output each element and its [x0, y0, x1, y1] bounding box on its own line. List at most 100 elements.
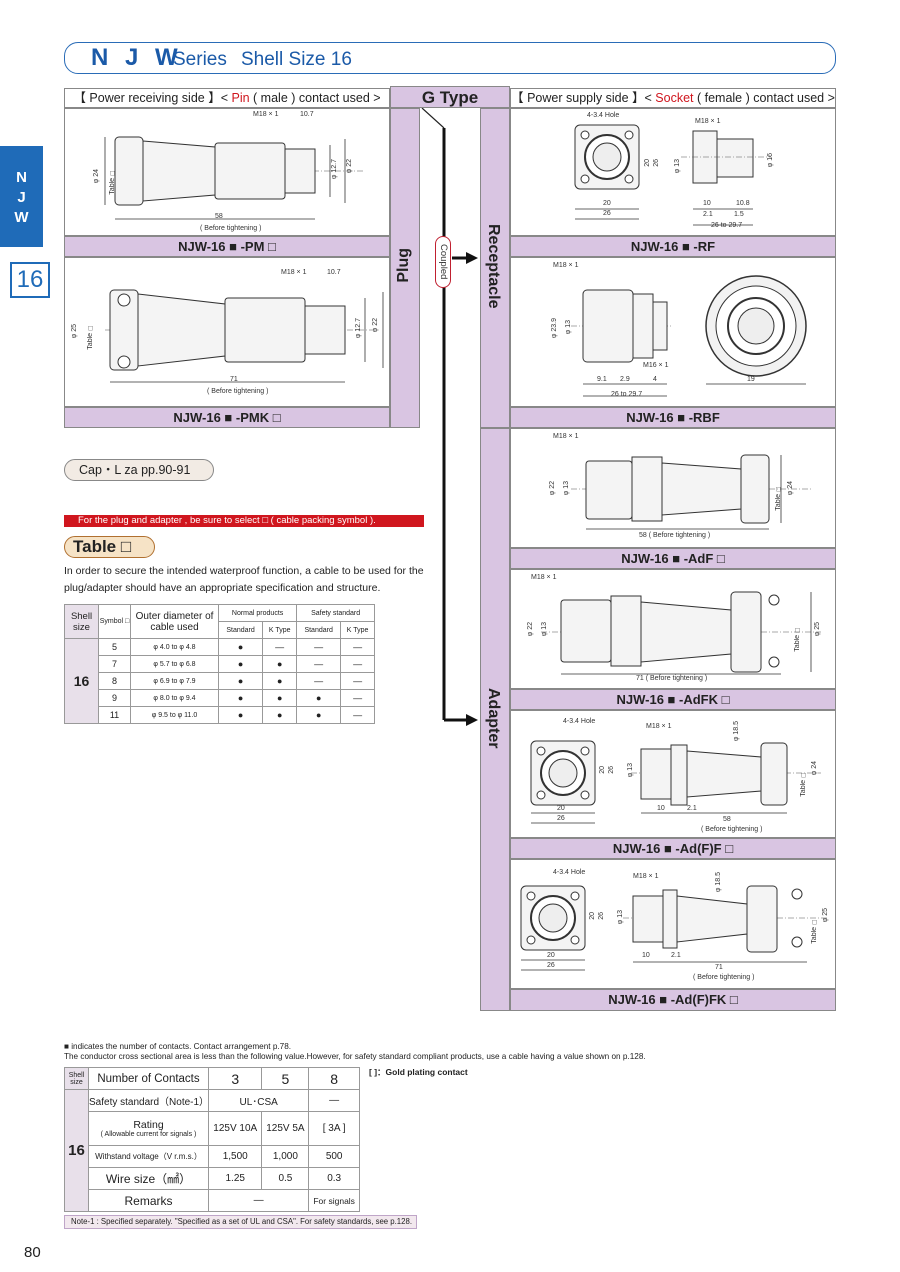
- dim-diameter: φ 22: [346, 159, 353, 174]
- cap-lza-link[interactable]: Cap・L za pp.90-91: [64, 459, 214, 481]
- dim-length: 10.8: [736, 200, 750, 207]
- socket-word: Socket: [655, 91, 694, 105]
- dim-length: 1.5: [734, 211, 744, 218]
- dim-height: 26: [598, 912, 605, 920]
- safety-value: —: [308, 1089, 360, 1112]
- dim-height: 26: [608, 766, 615, 774]
- pin-word: Pin: [231, 91, 250, 105]
- dim-width: 20: [603, 200, 611, 207]
- table-row: 8 φ 6.9 to φ 7.9 ● ● — —: [65, 672, 375, 690]
- rating-subtitle: ( Allowable current for signals ): [100, 1131, 197, 1138]
- dim-table: Table □: [800, 771, 807, 797]
- cell: ●: [262, 655, 298, 673]
- adapter-column: [480, 428, 510, 1011]
- safety-value: UL･CSA: [207, 1089, 310, 1112]
- rating-value: 125V 10A: [207, 1111, 263, 1146]
- series-side-tab[interactable]: N J W: [0, 146, 43, 247]
- dim-length: 2.1: [671, 952, 681, 959]
- dim-diameter: φ 12.7: [355, 318, 362, 339]
- contact-count: 5: [261, 1067, 310, 1090]
- cell: ●: [296, 706, 342, 724]
- power-supply-label: 【 Power supply side 】< Socket ( female )…: [510, 88, 836, 108]
- model-rf: NJW-16 ■ -RF: [510, 236, 836, 257]
- coupled-arrows: [421, 108, 478, 726]
- dim-height: 20: [599, 766, 606, 774]
- dim-length: 71: [715, 964, 723, 971]
- side-tab-letter: W: [14, 209, 29, 226]
- dim-thread: M18 × 1: [553, 262, 579, 269]
- dim-thread: M18 × 1: [646, 723, 672, 730]
- cable-table-header-standard: Standard: [217, 621, 264, 639]
- model-rbf: NJW-16 ■ -RBF: [510, 407, 836, 428]
- dim-length: 2.1: [703, 211, 713, 218]
- contact-count: 3: [207, 1067, 263, 1090]
- dim-length: 10: [642, 952, 650, 959]
- table-row: 11 φ 9.5 to φ 11.0 ● ● ● —: [65, 706, 375, 724]
- contact-table-size: 16: [64, 1089, 89, 1212]
- dim-hole: 4-3.4 Hole: [587, 112, 620, 119]
- cell: —: [340, 638, 375, 656]
- withstand-value: 1,500: [207, 1145, 263, 1168]
- pm-drawing: M18 × 1 10.7 φ 24 Table □ φ 12.7 φ 22 58…: [64, 108, 390, 236]
- cable-symbol: 9: [98, 689, 131, 707]
- table-row: 16 Safety standard（Note-1） UL･CSA —: [64, 1089, 360, 1212]
- receptacle-column-label: Receptacle: [485, 224, 502, 309]
- dim-length: 10: [703, 200, 711, 207]
- cell: —: [340, 706, 375, 724]
- dim-height: 20: [644, 159, 651, 167]
- table-row: Remarks — For signals: [65, 1189, 360, 1212]
- rating-label: Rating ( Allowable current for signals ): [88, 1111, 209, 1146]
- dim-diameter: φ 13: [674, 159, 681, 174]
- label-text: ( male ) contact used >: [249, 91, 381, 105]
- cable-table-header-ktype: K Type: [340, 621, 375, 639]
- adff-drawing: 4-3.4 Hole M18 × 1 φ 18.5 φ 13 20 26 Tab…: [510, 710, 836, 838]
- packing-symbol-note: For the plug and adapter , be sure to se…: [64, 515, 424, 527]
- cell: ●: [217, 672, 264, 690]
- dim-diameter: φ 25: [71, 324, 78, 339]
- coupled-badge: Coupled: [435, 236, 451, 288]
- cell: ●: [296, 689, 342, 707]
- cell: —: [340, 672, 375, 690]
- cable-table-header-outer: Outer diameter of cable used: [130, 604, 219, 639]
- dim-diameter: φ 13: [627, 763, 634, 778]
- dim-thread: M18 × 1: [695, 118, 721, 125]
- gtype-label: G Type: [390, 86, 510, 108]
- dim-diameter: φ 22: [549, 481, 556, 496]
- dim-length: 2.9: [620, 376, 630, 383]
- dim-note: ( Before tightening ): [693, 974, 755, 981]
- note-line: The conductor cross sectional area is le…: [64, 1052, 646, 1061]
- dim-diameter: φ 23.9: [551, 318, 558, 339]
- cell: ●: [262, 689, 298, 707]
- side-tab-letter: N: [16, 169, 27, 186]
- shell-size-tab[interactable]: 16: [10, 262, 50, 298]
- label-text: 【 Power receiving side 】<: [73, 91, 232, 105]
- waterproof-paragraph: In order to secure the intended waterpro…: [64, 565, 424, 594]
- remarks-label: Remarks: [88, 1189, 209, 1212]
- dim-diameter: φ 12.7: [331, 159, 338, 180]
- cell: ●: [217, 655, 264, 673]
- contact-table-header-shell: Shell size: [64, 1067, 89, 1090]
- rating-value: [ 3A ]: [308, 1111, 360, 1146]
- dim-height: 20: [589, 912, 596, 920]
- page-number: 80: [24, 1244, 41, 1261]
- dim-table: Table □: [109, 169, 116, 195]
- dim-width: 20: [557, 805, 565, 812]
- dim-diameter: φ 24: [93, 169, 100, 184]
- dim-hole: 4-3.4 Hole: [563, 718, 596, 725]
- dim-table: Table □: [811, 918, 818, 944]
- table-row: Wire size（㎟） 1.25 0.5 0.3: [65, 1167, 360, 1190]
- model-adffk: NJW-16 ■ -Ad(F)FK □: [510, 989, 836, 1011]
- adffk-drawing: 4-3.4 Hole M18 × 1 φ 18.5 φ 13 20 26 Tab…: [510, 859, 836, 989]
- cell: —: [296, 638, 342, 656]
- contact-notes: ■ indicates the number of contacts. Cont…: [64, 1042, 646, 1062]
- model-pm: NJW-16 ■ -PM □: [64, 236, 390, 257]
- dim-diameter: φ 22: [527, 622, 534, 637]
- model-adf: NJW-16 ■ -AdF □: [510, 548, 836, 569]
- model-pmk: NJW-16 ■ -PMK □: [64, 407, 390, 428]
- dim-length: 10.7: [300, 111, 314, 118]
- dim-length: 58 ( Before tightening ): [639, 532, 711, 539]
- cable-symbol: 8: [98, 672, 131, 690]
- dim-diameter: φ 13: [563, 481, 570, 496]
- receptacle-column: [480, 108, 510, 428]
- dim-diameter: φ 22: [372, 318, 379, 333]
